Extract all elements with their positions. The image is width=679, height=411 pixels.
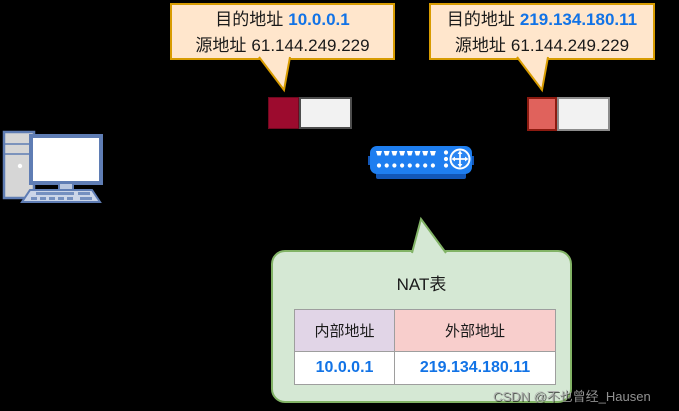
routing-arrows-icon — [449, 148, 471, 170]
dest-address-label: 目的地址 — [446, 10, 515, 29]
dest-address-value: 219.134.180.11 — [519, 10, 638, 29]
dest-address-value: 10.0.0.1 — [288, 10, 350, 29]
dest-address-label: 目的地址 — [215, 10, 284, 29]
watermark: CSDN @不也曾经_Hausen — [493, 389, 651, 404]
desktop-computer-icon — [2, 130, 103, 203]
nat-internal-address: 10.0.0.1 — [294, 351, 395, 385]
nat-external-address: 219.134.180.11 — [394, 351, 556, 385]
nat-table-header-internal: 内部地址 — [294, 309, 395, 352]
src-address-value: 61.144.249.229 — [251, 36, 370, 55]
nat-table-row: 10.0.0.1 219.134.180.11 — [294, 351, 556, 385]
router-ports — [376, 150, 449, 168]
computer-keyboard — [20, 189, 102, 203]
callout-tail-left — [258, 56, 291, 93]
src-address-value: 61.144.249.229 — [510, 36, 630, 55]
nat-table-title: NAT表 — [396, 275, 447, 294]
packet-payload-external — [557, 97, 610, 131]
callout-tail-right — [516, 56, 549, 93]
src-address-label: 源地址 — [454, 36, 506, 55]
nat-table-header-external: 外部地址 — [394, 309, 556, 352]
src-address-label: 源地址 — [195, 36, 247, 55]
nat-table-panel: NAT表 内部地址 外部地址 10.0.0.1 219.134.180.11 — [271, 250, 572, 403]
packet-header-external — [527, 97, 557, 131]
packet-header-internal — [268, 97, 299, 129]
nat-callout-tail — [411, 216, 447, 254]
nat-table: 内部地址 外部地址 10.0.0.1 219.134.180.11 — [294, 309, 556, 385]
nat-table-header-row: 内部地址 外部地址 — [294, 309, 556, 352]
computer-monitor — [29, 134, 103, 185]
packet-payload-internal — [299, 97, 352, 129]
router-icon — [368, 146, 474, 179]
